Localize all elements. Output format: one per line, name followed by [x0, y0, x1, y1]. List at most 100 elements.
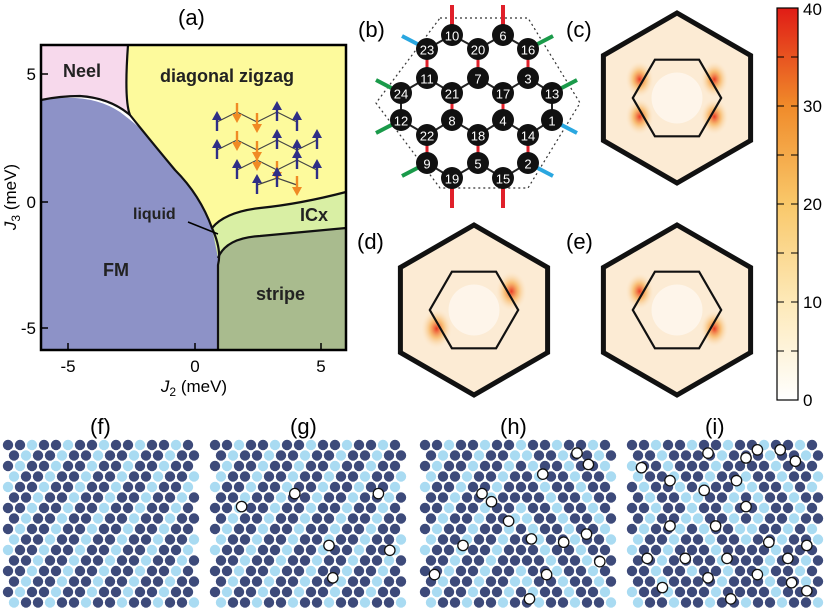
- lattice-site: [680, 471, 692, 482]
- lattice-site: [20, 492, 32, 503]
- vacancy-site: [485, 495, 498, 508]
- phase-frame: [39, 43, 348, 352]
- lattice-site: [770, 481, 782, 493]
- lattice-site: [44, 576, 56, 587]
- lattice-site: [140, 555, 152, 566]
- lattice-site: [557, 555, 569, 566]
- lattice-site: [164, 534, 176, 545]
- lattice-site: [20, 513, 32, 524]
- lattice-site: [758, 586, 770, 598]
- lattice-site: [746, 481, 758, 493]
- lattice-site: [371, 534, 383, 545]
- lattice-site: [704, 597, 716, 608]
- lattice-site: [299, 471, 311, 482]
- lattice-site: [14, 523, 26, 535]
- intensity-peak: [700, 310, 729, 347]
- lattice-site: [431, 502, 443, 514]
- lattice-site: [389, 565, 401, 577]
- lattice-site: [335, 513, 347, 524]
- lattice-site: [455, 439, 467, 451]
- lattice-site: [812, 534, 824, 545]
- lattice-site: [539, 502, 551, 514]
- lattice-site: [692, 597, 704, 608]
- lattice-site: [383, 450, 395, 461]
- lattice-site: [395, 576, 407, 587]
- lattice-site: [341, 523, 353, 535]
- lattice-site: [686, 523, 698, 535]
- lattice-site: [257, 523, 269, 535]
- lattice-site: [650, 481, 662, 493]
- vacancy-site: [730, 474, 743, 487]
- lattice-site: [698, 544, 710, 556]
- lattice-site: [383, 597, 395, 608]
- lattice-site: [479, 460, 491, 472]
- region-neel: [41, 45, 130, 115]
- lattice-site: [80, 492, 92, 503]
- vacancy-site: [721, 552, 733, 565]
- lattice-site: [503, 544, 515, 556]
- lattice-site: [215, 450, 227, 461]
- lattice-site: [437, 471, 449, 482]
- lattice-site: [158, 481, 170, 493]
- lattice-site: [68, 597, 80, 608]
- lattice-site: [305, 523, 317, 535]
- lattice-site: [557, 513, 569, 524]
- lattice-site: [104, 513, 116, 524]
- lattice-site: [437, 513, 449, 524]
- vacancy-site: [536, 468, 549, 481]
- lattice-site: [176, 492, 188, 503]
- lattice-site: [740, 555, 752, 566]
- lattice-site: [551, 586, 563, 598]
- lattice-site: [209, 481, 221, 493]
- lattice-site: [551, 481, 563, 493]
- lattice-site: [239, 492, 251, 503]
- lattice-site: [8, 534, 20, 545]
- site-number: 10: [445, 29, 459, 44]
- colorbar: 40 30 20 10 0: [776, 0, 822, 410]
- lattice-site: [746, 460, 758, 472]
- lattice-site: [176, 597, 188, 608]
- lattice-site: [128, 513, 140, 524]
- lattice-site: [263, 492, 275, 503]
- lattice-site: [710, 586, 722, 598]
- lattice-site: [152, 471, 164, 482]
- lattice-site: [62, 439, 74, 451]
- lattice-site: [788, 597, 800, 608]
- vacancy-site: [428, 568, 441, 581]
- lattice-site: [674, 544, 686, 556]
- lattice-site: [275, 555, 287, 566]
- lattice-site: [455, 565, 467, 577]
- lattice-site: [461, 555, 473, 566]
- spin-arrow: [312, 129, 322, 149]
- lattice-site: [170, 502, 182, 514]
- lattice-site: [14, 544, 26, 556]
- lattice-site: [359, 513, 371, 524]
- lattice-site: [2, 565, 14, 577]
- lattice-site: [251, 534, 263, 545]
- lattice-site: [509, 492, 521, 503]
- lattice-site: [581, 492, 593, 503]
- lattice-site: [335, 555, 347, 566]
- lattice-site: [158, 523, 170, 535]
- lattice-site: [62, 523, 74, 535]
- lattice-site: [782, 523, 794, 535]
- lattice-site: [599, 523, 611, 535]
- lattice-site: [110, 586, 122, 598]
- lattice-site: [497, 450, 509, 461]
- lattice-site: [164, 555, 176, 566]
- lattice-site: [770, 502, 782, 514]
- lattice-site: [473, 597, 485, 608]
- vacancy-site: [709, 520, 722, 532]
- lattice-site: [305, 481, 317, 493]
- lattice-site: [599, 439, 611, 451]
- intensity-peak: [625, 61, 654, 98]
- lattice-site: [86, 586, 98, 598]
- lattice-site: [50, 481, 62, 493]
- lattice-site: [104, 534, 116, 545]
- lattice-site: [800, 555, 812, 566]
- lattice-site: [146, 460, 158, 472]
- lattice-site: [389, 502, 401, 514]
- lattice-site: [353, 586, 365, 598]
- lattice-site: [419, 481, 431, 493]
- lattice-site: [545, 534, 557, 545]
